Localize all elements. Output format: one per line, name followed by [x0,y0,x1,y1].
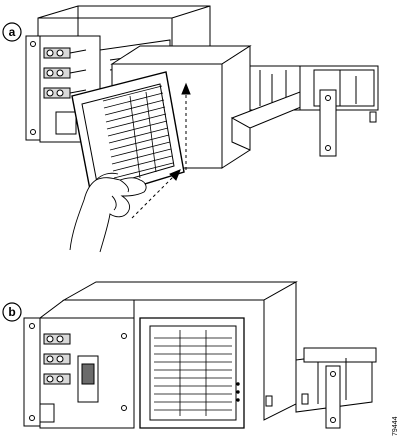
panel-a-label-text: a [9,25,16,39]
terminal-block-b [43,333,71,385]
chassis-b [23,281,298,429]
fan-tray-b [139,317,245,429]
panel-a: a [2,5,379,253]
fan-grille-b [154,330,232,416]
mounting-bracket-b [265,347,377,429]
mounting-bracket-a [230,65,379,157]
figure-id: 79444 [392,416,399,436]
panel-b-label: b [2,302,22,322]
power-switch-b [77,355,99,403]
panel-a-label: a [2,22,22,42]
panel-b-label-text: b [8,305,15,319]
hand-illustration-a [69,172,147,253]
push-arrow-a [131,169,181,219]
fan-tray-a [71,45,252,201]
terminal-block-a [43,47,87,99]
panel-b: b [2,281,377,429]
fan-grille-a [102,85,174,179]
